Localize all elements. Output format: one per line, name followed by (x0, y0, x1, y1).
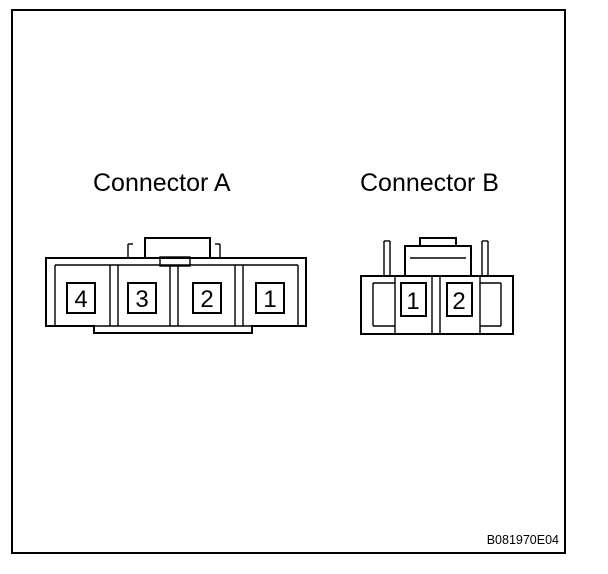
connector-a-pin-window (66, 282, 96, 314)
connector-a-pin-window (192, 282, 222, 314)
connector-a: Connector A (45, 169, 307, 334)
connector-a-title: Connector A (93, 169, 231, 197)
connector-a-pin-label: 2 (200, 286, 213, 313)
connector-b-pin-label: 2 (452, 288, 465, 315)
connector-a-pin-label: 3 (135, 286, 148, 313)
figure-code: B081970E04 (487, 533, 559, 547)
connector-b-housing (360, 237, 514, 335)
connector-b-pin-window (446, 282, 473, 317)
diagram-frame (11, 9, 566, 554)
connector-a-pin-window (255, 282, 285, 314)
connector-a-pin-label: 1 (263, 286, 276, 313)
connector-b-pin-window (400, 282, 427, 317)
connector-b: Connector B (360, 169, 514, 335)
connector-a-housing (45, 237, 307, 334)
connector-a-pin-label: 4 (74, 286, 87, 313)
connector-a-pin-window (127, 282, 157, 314)
connector-b-pin-label: 1 (406, 288, 419, 315)
connector-b-title: Connector B (360, 169, 499, 197)
